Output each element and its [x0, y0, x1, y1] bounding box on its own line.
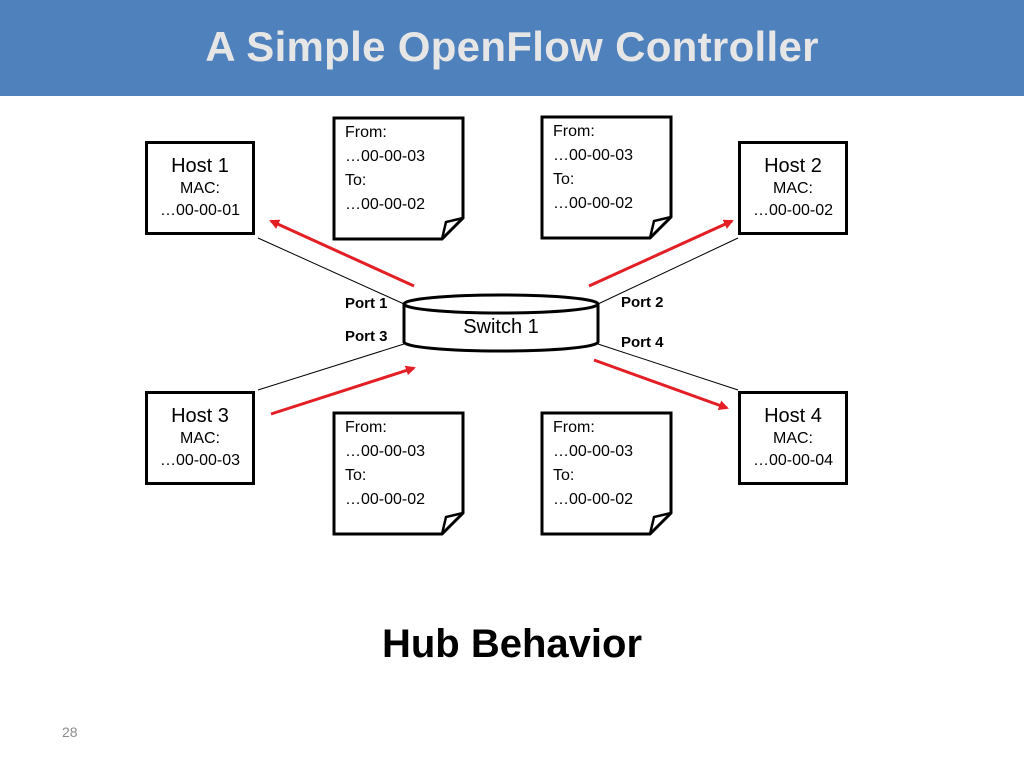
packet-note-top-right: From: …00-00-03 To: …00-00-02: [553, 120, 633, 216]
host-2-mac: …00-00-02: [752, 202, 834, 219]
packet-note-bottom-left: From: …00-00-03 To: …00-00-02: [345, 416, 425, 512]
packet-from-mac: …00-00-03: [345, 148, 426, 165]
slide-title: A Simple OpenFlow Controller: [205, 23, 819, 70]
packet-to-mac: …00-00-02: [345, 196, 426, 213]
packet-to-label: To:: [553, 467, 575, 484]
switch-label: Switch 1: [463, 316, 539, 338]
packet-to-mac: …00-00-02: [553, 195, 634, 212]
title-bar: A Simple OpenFlow Controller: [0, 0, 1024, 96]
port-4-label: Port 4: [621, 334, 664, 351]
packet-note-bottom-right: From: …00-00-03 To: …00-00-02: [553, 416, 633, 512]
packet-from-label: From:: [345, 419, 387, 436]
host-2-name: Host 2: [764, 155, 822, 177]
port-3-label: Port 3: [345, 328, 388, 345]
host-3-name: Host 3: [171, 405, 229, 427]
host-1-mac: …00-00-01: [159, 202, 241, 219]
port-1-label: Port 1: [345, 295, 388, 312]
host-3-mac-label: MAC:: [180, 430, 220, 447]
packet-note-fold-bottom-right: [648, 511, 672, 535]
page-number: 28: [62, 724, 78, 740]
packet-from-label: From:: [553, 123, 595, 140]
packet-from-mac: …00-00-03: [553, 443, 634, 460]
packet-note-fold-bottom-left: [440, 511, 464, 535]
packet-note-top-left: From: …00-00-03 To: …00-00-02: [345, 121, 425, 217]
packet-from-mac: …00-00-03: [553, 147, 634, 164]
packet-from-label: From:: [553, 419, 595, 436]
host-4-mac-label: MAC:: [773, 430, 813, 447]
packet-to-label: To:: [345, 467, 367, 484]
packet-to-label: To:: [345, 172, 367, 189]
hub-behavior-caption: Hub Behavior: [381, 622, 643, 666]
packet-to-mac: …00-00-02: [345, 491, 426, 508]
packet-note-fold-top-right: [648, 215, 672, 239]
packet-to-mac: …00-00-02: [553, 491, 634, 508]
host-4-mac: …00-00-04: [752, 452, 834, 469]
link-host2-switch: [597, 237, 739, 305]
packet-from-mac: …00-00-03: [345, 443, 426, 460]
host-1-mac-label: MAC:: [180, 180, 220, 197]
packet-note-shape-top-right: [540, 115, 673, 240]
flow-arrow-switch-to-host1: [269, 219, 415, 288]
host-2-mac-label: MAC:: [773, 180, 813, 197]
link-host1-switch: [257, 237, 405, 305]
link-host4-switch: [597, 343, 739, 391]
packet-note-shape-bottom-right: [540, 411, 673, 536]
packet-note-fold-top-left: [440, 216, 464, 240]
packet-to-label: To:: [553, 171, 575, 188]
switch-node: [402, 293, 600, 353]
flow-arrow-host3-to-switch: [270, 365, 416, 416]
packet-note-shape-bottom-left: [332, 411, 465, 536]
host-1-box: Host 1 MAC: …00-00-01: [145, 141, 255, 235]
link-host3-switch: [257, 343, 405, 391]
flow-arrow-switch-to-host4: [593, 358, 729, 410]
packet-from-label: From:: [345, 124, 387, 141]
host-4-name: Host 4: [764, 405, 822, 427]
port-2-label: Port 2: [621, 294, 664, 311]
packet-note-shape-top-left: [332, 116, 465, 241]
host-2-box: Host 2 MAC: …00-00-02: [738, 141, 848, 235]
host-4-box: Host 4 MAC: …00-00-04: [738, 391, 848, 485]
host-3-mac: …00-00-03: [159, 452, 241, 469]
host-3-box: Host 3 MAC: …00-00-03: [145, 391, 255, 485]
host-1-name: Host 1: [171, 155, 229, 177]
flow-arrow-switch-to-host2: [588, 219, 734, 288]
